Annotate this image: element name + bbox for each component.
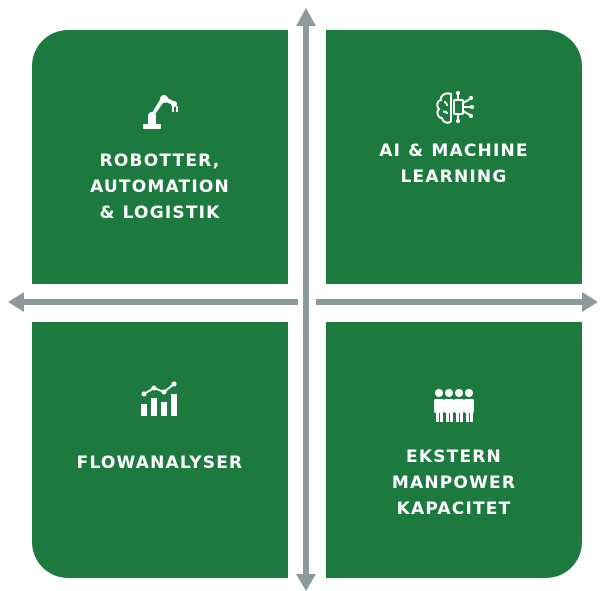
horizontal-axis-line-left bbox=[20, 299, 298, 305]
vertical-axis-line bbox=[303, 22, 309, 578]
quadrant-robotics: ROBOTTER, AUTOMATION & LOGISTIK bbox=[32, 30, 288, 284]
vertical-axis-arrow-up bbox=[296, 8, 316, 26]
quadrant-manpower-label: EKSTERN MANPOWER KAPACITET bbox=[391, 447, 517, 519]
quadrant-flow: FLOWANALYSER bbox=[32, 322, 288, 578]
quadrant-ai-label: AI & MACHINE LEARNING bbox=[379, 141, 529, 187]
quadrant-ai: AI & MACHINE LEARNING bbox=[326, 30, 582, 284]
horizontal-axis-arrow-left bbox=[8, 292, 24, 312]
quadrant-robotics-label: ROBOTTER, AUTOMATION & LOGISTIK bbox=[90, 151, 230, 223]
quadrant-manpower: EKSTERN MANPOWER KAPACITET bbox=[326, 322, 582, 578]
ai-brain-chip-icon bbox=[436, 91, 474, 124]
vertical-axis-arrow-down bbox=[296, 574, 316, 591]
horizontal-axis-line-right bbox=[316, 299, 586, 305]
robot-arm-icon bbox=[143, 95, 178, 129]
people-group-icon bbox=[434, 389, 474, 422]
bar-chart-trend-icon bbox=[141, 381, 177, 416]
quadrant-flow-label: FLOWANALYSER bbox=[76, 453, 244, 473]
horizontal-axis-arrow-right bbox=[582, 292, 598, 312]
